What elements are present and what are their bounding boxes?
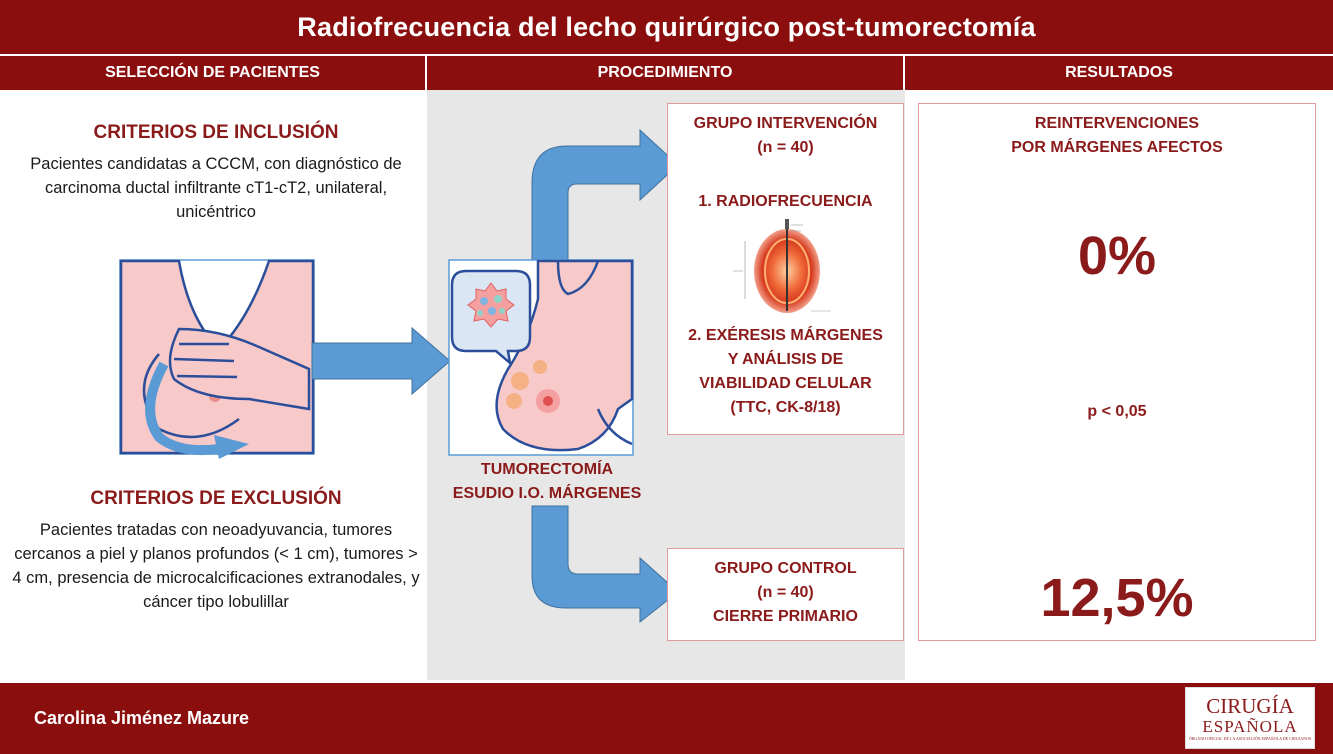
inclusion-criteria-title: CRITERIOS DE INCLUSIÓN — [93, 122, 339, 143]
margin-excision-line4: (TTC, CK-8/18) — [730, 399, 841, 416]
exclusion-criteria-text: Pacientes tratadas con neoadyuvancia, tu… — [12, 521, 420, 611]
intervention-group-n: (n = 40) — [757, 139, 814, 156]
journal-logo: CIRUGÍA ESPAÑOLA ÓRGANO OFICIAL DE LA AS… — [1185, 687, 1315, 749]
control-group-text: GRUPO CONTROL (n = 40) CIERRE PRIMARIO — [668, 557, 903, 629]
results-box: REINTERVENCIONES POR MÁRGENES AFECTOS 0%… — [918, 103, 1316, 641]
branch-arrow-up-icon — [531, 128, 679, 263]
page-title: Radiofrecuencia del lecho quirúrgico pos… — [0, 0, 1333, 54]
intervention-group-title: GRUPO INTERVENCIÓN (n = 40) — [668, 112, 903, 160]
arrow-right-icon — [311, 326, 451, 396]
branch-arrow-down-icon — [531, 505, 679, 624]
results-header-line2: POR MÁRGENES AFECTOS — [1011, 139, 1223, 156]
margin-excision-line2: Y ANÁLISIS DE — [727, 351, 844, 368]
tumorectomy-label-line1: TUMORECTOMÍA — [480, 461, 614, 478]
breast-self-exam-icon — [119, 259, 315, 459]
tumorectomy-label-line2: ESUDIO I.O. MÁRGENES — [452, 485, 642, 502]
tumorectomy-breast-icon — [448, 259, 634, 456]
tumorectomy-label: TUMORECTOMÍA ESUDIO I.O. MÁRGENES — [427, 458, 667, 506]
inclusion-criteria-text: Pacientes candidatas a CCCM, con diagnós… — [30, 155, 402, 221]
column-header-results: RESULTADOS — [1065, 64, 1173, 81]
radiofrequency-step: 1. RADIOFRECUENCIA — [698, 193, 873, 210]
intervention-group-title-line1: GRUPO INTERVENCIÓN — [693, 115, 878, 132]
column-header-selection: SELECCIÓN DE PACIENTES — [0, 56, 427, 90]
intervention-result-value: 0% — [1077, 226, 1157, 286]
p-value: p < 0,05 — [1087, 403, 1147, 420]
exclusion-criteria-title: CRITERIOS DE EXCLUSIÓN — [90, 488, 342, 509]
margin-excision-line3: VIABILIDAD CELULAR — [699, 375, 872, 392]
control-group-title: GRUPO CONTROL — [714, 560, 857, 577]
column-header-procedure: PROCEDIMIENTO — [427, 56, 905, 90]
author-name: Carolina Jiménez Mazure — [34, 708, 250, 728]
results-header: REINTERVENCIONES POR MÁRGENES AFECTOS — [919, 112, 1315, 160]
margin-excision-step: 2. EXÉRESIS MÁRGENES Y ANÁLISIS DE VIABI… — [668, 324, 903, 420]
logo-line3: ÓRGANO OFICIAL DE LA ASOCIACIÓN ESPAÑOLA… — [1188, 736, 1312, 741]
control-group-closure: CIERRE PRIMARIO — [713, 608, 858, 625]
control-result-value: 12,5% — [1040, 568, 1194, 628]
logo-line2: ESPAÑOLA — [1202, 717, 1298, 736]
footer: Carolina Jiménez Mazure CIRUGÍA ESPAÑOLA… — [0, 683, 1333, 754]
margin-excision-line1: 2. EXÉRESIS MÁRGENES — [688, 327, 883, 344]
intervention-group-box: GRUPO INTERVENCIÓN (n = 40) 1. RADIOFREC… — [667, 103, 904, 435]
logo-line1: CIRUGÍA — [1206, 694, 1294, 718]
results-header-line1: REINTERVENCIONES — [1034, 115, 1200, 132]
column-header-row: SELECCIÓN DE PACIENTES PROCEDIMIENTO RES… — [0, 56, 1333, 90]
radiofrequency-ablation-image — [731, 219, 841, 317]
control-group-n: (n = 40) — [757, 584, 814, 601]
control-group-box: GRUPO CONTROL (n = 40) CIERRE PRIMARIO — [667, 548, 904, 641]
